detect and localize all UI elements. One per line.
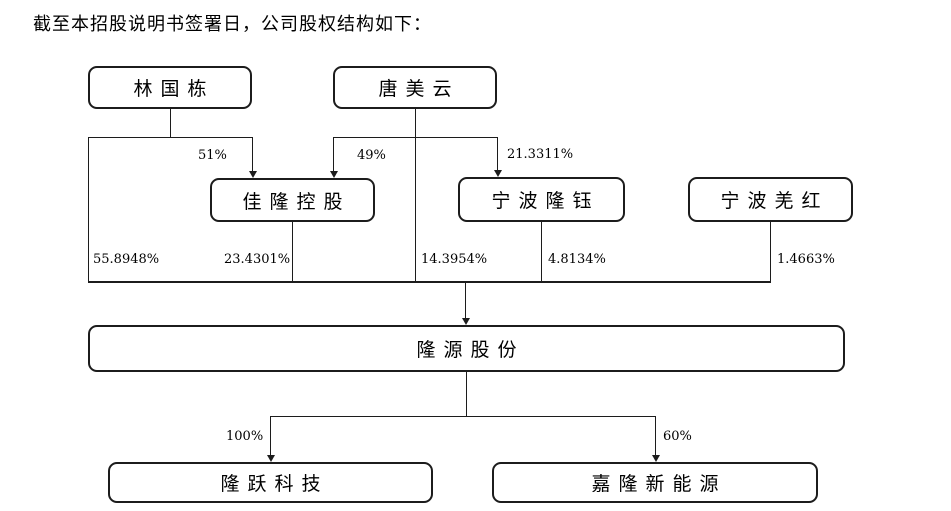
ownership-percent-label: 14.3954% — [421, 252, 488, 267]
connector-line — [415, 109, 416, 282]
node-label: 宁波隆钰 — [491, 190, 600, 212]
connector-line — [252, 137, 253, 171]
node-longyuan-shares: 隆源股份 — [88, 325, 845, 372]
connector-line — [88, 137, 89, 282]
node-jialong-holdings: 佳隆控股 — [210, 178, 375, 222]
ownership-percent-label: 60% — [663, 429, 692, 444]
connector-line — [655, 416, 656, 455]
ownership-percent-label: 23.4301% — [224, 252, 291, 267]
connector-line — [466, 372, 467, 417]
ownership-percent-label: 1.4663% — [777, 252, 835, 267]
node-tang-meiyun: 唐美云 — [333, 66, 497, 109]
node-longyue-tech: 隆跃科技 — [108, 462, 433, 503]
node-lin-guodong: 林国栋 — [88, 66, 252, 109]
ownership-percent-label: 21.3311% — [507, 147, 574, 162]
node-ningbo-longyu: 宁波隆钰 — [458, 177, 625, 222]
connector-line — [541, 222, 542, 282]
connector-line — [270, 416, 271, 455]
connector-line — [497, 137, 498, 170]
node-label: 隆跃科技 — [220, 473, 329, 495]
node-label: 隆源股份 — [416, 339, 525, 361]
ownership-percent-label: 100% — [226, 429, 264, 444]
node-label: 宁波羌红 — [720, 190, 829, 212]
connector-line — [88, 137, 253, 138]
arrow-down-icon — [462, 318, 470, 325]
connector-line — [333, 137, 498, 138]
node-label: 唐美云 — [378, 78, 460, 100]
node-label: 嘉隆新能源 — [591, 473, 727, 495]
connector-line — [292, 222, 293, 282]
connector-line — [770, 222, 771, 282]
arrow-down-icon — [267, 455, 275, 462]
arrow-down-icon — [330, 171, 338, 178]
connector-line — [170, 109, 171, 138]
connector-line — [270, 416, 656, 417]
connector-collector-line — [88, 281, 771, 283]
node-jialong-new-energy: 嘉隆新能源 — [492, 462, 818, 503]
connector-line — [333, 137, 334, 171]
ownership-percent-label: 55.8948% — [93, 252, 160, 267]
node-label: 佳隆控股 — [242, 190, 351, 213]
node-ningbo-qianghong: 宁波羌红 — [688, 177, 853, 222]
ownership-percent-label: 4.8134% — [548, 252, 606, 267]
ownership-percent-label: 49% — [357, 148, 386, 163]
node-label: 林国栋 — [133, 78, 215, 100]
connector-line — [465, 282, 466, 318]
arrow-down-icon — [494, 170, 502, 177]
diagram-caption: 截至本招股说明书签署日，公司股权结构如下： — [33, 14, 432, 35]
arrow-down-icon — [249, 171, 257, 178]
ownership-percent-label: 51% — [198, 148, 227, 163]
arrow-down-icon — [652, 455, 660, 462]
